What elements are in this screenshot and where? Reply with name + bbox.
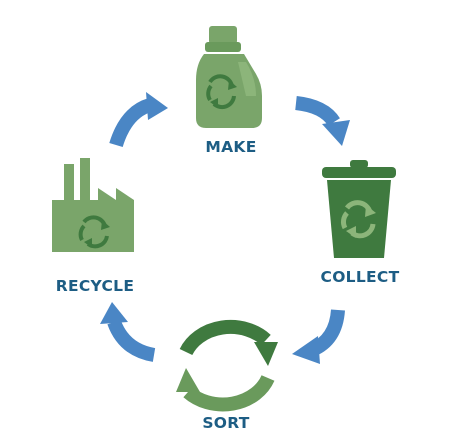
factory-icon — [52, 158, 134, 252]
arrow-recycle-to-make — [109, 92, 168, 148]
arrow-make-to-collect — [295, 96, 350, 146]
stage-label-recycle: RECYCLE — [56, 277, 135, 295]
recycle-symbol-icon — [206, 74, 237, 110]
recycling-bin-icon — [322, 160, 396, 258]
recycle-symbol-icon — [78, 215, 110, 249]
arrow-collect-to-sort — [292, 309, 345, 364]
arrow-sort-to-recycle — [100, 302, 156, 362]
sort-cycle-arrows-icon — [176, 319, 278, 412]
stage-label-make: MAKE — [205, 138, 256, 156]
stage-label-sort: SORT — [202, 414, 249, 432]
recycle-symbol-icon — [341, 200, 376, 239]
bottle-icon — [196, 26, 262, 128]
stage-label-collect: COLLECT — [321, 268, 400, 286]
